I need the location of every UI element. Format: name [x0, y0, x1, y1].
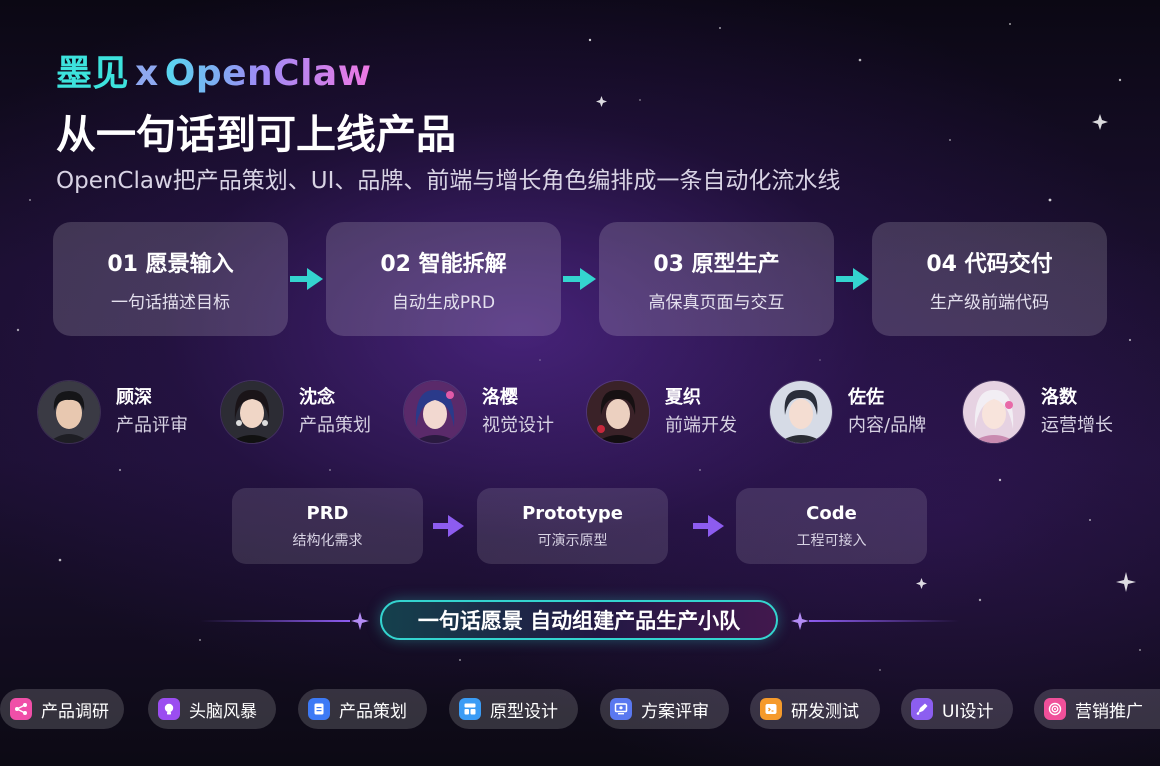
avatar	[38, 381, 100, 443]
chip-label: 方案评审	[641, 701, 709, 722]
avatar	[587, 381, 649, 443]
tagline-pill: 一句话愿景 自动组建产品生产小队	[380, 600, 778, 640]
artifact-title: Code	[806, 502, 857, 524]
code-terminal-icon	[760, 698, 782, 720]
page-subtitle: OpenClaw把产品策划、UI、品牌、前端与增长角色编排成一条自动化流水线	[56, 168, 841, 194]
lightbulb-icon	[158, 698, 180, 720]
avatar	[404, 381, 466, 443]
share-nodes-icon	[10, 698, 32, 720]
sparkle-icon	[351, 612, 369, 630]
sparkle-icon	[791, 612, 809, 630]
step-title: 04 代码交付	[926, 251, 1053, 277]
step-card-smart-decompose: 02 智能拆解 自动生成PRD	[326, 222, 561, 336]
arrow-right-icon	[433, 515, 464, 537]
member-role: 内容/品牌	[848, 415, 927, 436]
step-card-prototype-production: 03 原型生产 高保真页面与交互	[599, 222, 834, 336]
artifact-description: 结构化需求	[292, 532, 363, 549]
artifact-card-prototype: Prototype 可演示原型	[477, 488, 668, 564]
avatar-portrait-icon	[38, 381, 100, 443]
step-title: 02 智能拆解	[380, 251, 507, 277]
artifact-card-prd: PRD 结构化需求	[232, 488, 423, 564]
step-description: 一句话描述目标	[111, 292, 230, 313]
presentation-icon	[610, 698, 632, 720]
member-role: 产品策划	[299, 415, 371, 436]
brand-secondary: OpenClaw	[164, 53, 372, 94]
avatar-portrait-icon	[770, 381, 832, 443]
member-name: 顾深	[116, 387, 152, 408]
chip-prototype-design[interactable]: 原型设计	[449, 689, 578, 729]
team-member-xiazhi: 夏织 前端开发	[587, 381, 737, 443]
team-member-luoshu: 洛数 运营增长	[963, 381, 1113, 443]
avatar-portrait-icon	[963, 381, 1025, 443]
chip-label: 研发测试	[791, 701, 859, 722]
arrow-right-icon	[563, 268, 596, 290]
avatar-portrait-icon	[404, 381, 466, 443]
member-role: 前端开发	[665, 415, 737, 436]
divider-line-left	[200, 620, 350, 622]
chip-label: 产品调研	[41, 701, 109, 722]
chip-product-planning[interactable]: 产品策划	[298, 689, 427, 729]
chip-label: 头脑风暴	[189, 701, 257, 722]
chip-label: UI设计	[942, 701, 994, 722]
step-title: 03 原型生产	[653, 251, 780, 277]
artifact-title: PRD	[306, 502, 349, 524]
pen-tool-icon	[911, 698, 933, 720]
divider-line-right	[809, 620, 959, 622]
chip-product-research[interactable]: 产品调研	[0, 689, 124, 729]
member-name: 佐佐	[848, 387, 884, 408]
chip-brainstorm[interactable]: 头脑风暴	[148, 689, 276, 729]
step-card-vision-input: 01 愿景输入 一句话描述目标	[53, 222, 288, 336]
page-title: 从一句话到可上线产品	[56, 112, 456, 158]
member-name: 洛樱	[482, 387, 518, 408]
chip-dev-testing[interactable]: 研发测试	[750, 689, 880, 729]
target-icon	[1044, 698, 1066, 720]
avatar	[963, 381, 1025, 443]
member-role: 运营增长	[1041, 415, 1113, 436]
arrow-right-icon	[290, 268, 323, 290]
team-member-gushen: 顾深 产品评审	[38, 381, 188, 443]
avatar-portrait-icon	[221, 381, 283, 443]
artifact-title: Prototype	[522, 502, 623, 524]
chip-label: 营销推广	[1075, 701, 1143, 722]
step-description: 高保真页面与交互	[648, 292, 785, 313]
brand-primary: 墨见	[56, 53, 130, 94]
artifact-description: 可演示原型	[537, 532, 608, 549]
chip-label: 原型设计	[490, 701, 558, 722]
chip-solution-review[interactable]: 方案评审	[600, 689, 729, 729]
member-name: 洛数	[1041, 387, 1077, 408]
artifact-description: 工程可接入	[796, 532, 867, 549]
team-member-shennian: 沈念 产品策划	[221, 381, 371, 443]
member-name: 夏织	[665, 387, 701, 408]
team-member-zuozuo: 佐佐 内容/品牌	[770, 381, 926, 443]
document-icon	[308, 698, 330, 720]
arrow-right-icon	[693, 515, 724, 537]
member-role: 产品评审	[116, 415, 188, 436]
arrow-right-icon	[836, 268, 869, 290]
artifact-card-code: Code 工程可接入	[736, 488, 927, 564]
chip-marketing[interactable]: 营销推广	[1034, 689, 1160, 729]
avatar-portrait-icon	[587, 381, 649, 443]
member-name: 沈念	[299, 387, 335, 408]
step-description: 生产级前端代码	[930, 292, 1049, 313]
chip-label: 产品策划	[339, 701, 407, 722]
step-title: 01 愿景输入	[107, 251, 234, 277]
layout-grid-icon	[459, 698, 481, 720]
brand-separator: x	[135, 53, 159, 94]
avatar	[221, 381, 283, 443]
chip-ui-design[interactable]: UI设计	[901, 689, 1013, 729]
team-member-luoying: 洛樱 视觉设计	[404, 381, 554, 443]
avatar	[770, 381, 832, 443]
step-description: 自动生成PRD	[391, 292, 496, 313]
step-card-code-delivery: 04 代码交付 生产级前端代码	[872, 222, 1107, 336]
member-role: 视觉设计	[482, 415, 554, 436]
